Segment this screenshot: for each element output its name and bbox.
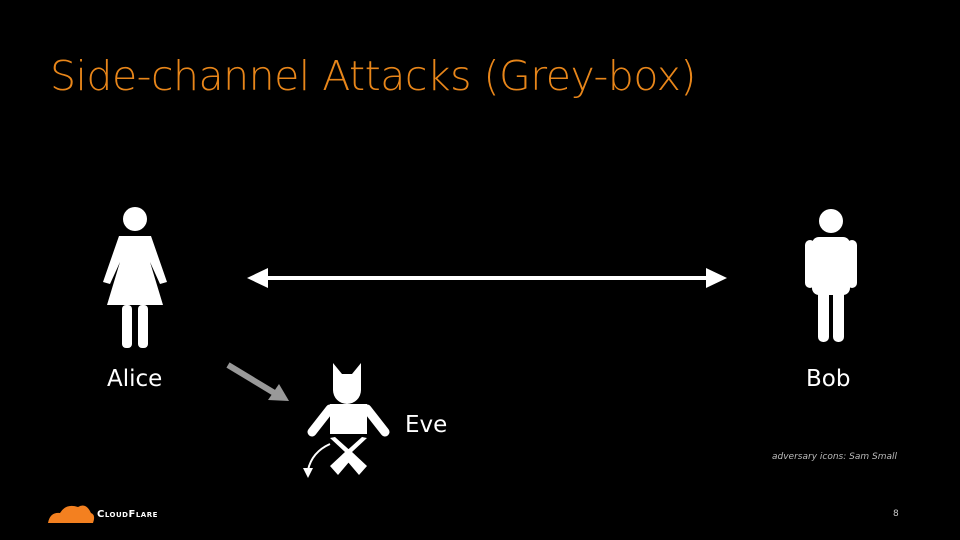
slide-title: Side-channel Attacks (Grey-box) <box>50 52 696 100</box>
double-arrow <box>247 268 727 288</box>
cloudflare-logo-icon <box>48 505 95 523</box>
logo-text: CloudFlare <box>97 509 158 520</box>
eve-label: Eve <box>405 412 448 438</box>
eve-arrow <box>226 362 289 401</box>
alice-label: Alice <box>107 366 163 392</box>
eve-devil-baby-icon <box>303 363 390 478</box>
bob-icon <box>805 209 857 342</box>
alice-icon <box>103 207 167 348</box>
bob-label: Bob <box>806 366 851 392</box>
page-number: 8 <box>893 509 899 519</box>
icon-credit: adversary icons: Sam Small <box>772 452 897 462</box>
